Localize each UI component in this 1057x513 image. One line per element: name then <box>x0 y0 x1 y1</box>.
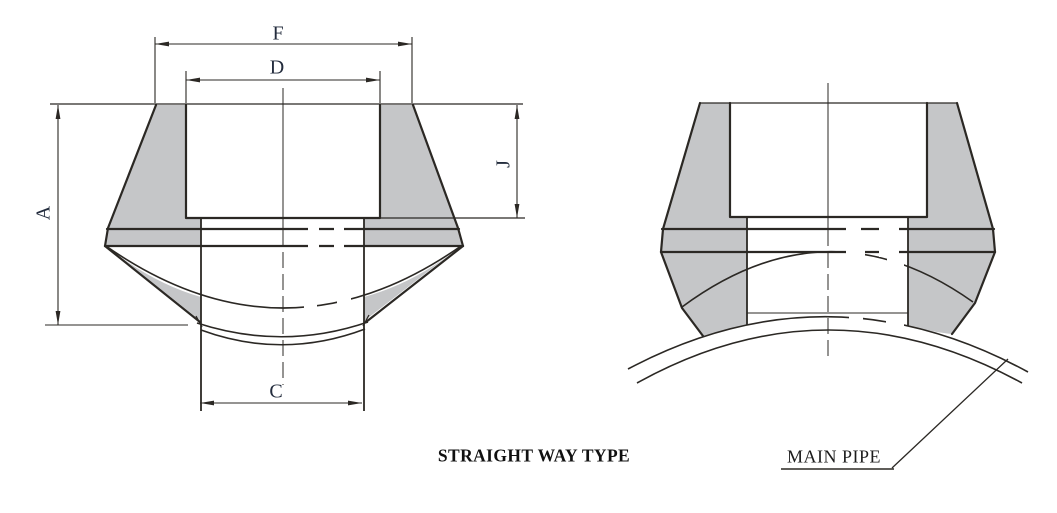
face-lines <box>50 103 525 219</box>
main-pipe-callout: MAIN PIPE <box>786 446 882 467</box>
view-caption: STRAIGHT WAY TYPE <box>437 445 631 466</box>
dimension-label-a: A <box>32 205 55 221</box>
main-pipe-leader <box>781 358 1009 470</box>
dimension-arrows <box>55 41 520 406</box>
dimension-label-j: J <box>492 160 515 168</box>
hidden-line-gaps-right <box>846 224 904 333</box>
bore-walls <box>200 218 365 411</box>
dimension-lines <box>45 37 518 404</box>
hidden-line-gaps <box>304 225 351 311</box>
dimension-label-d: D <box>269 56 285 79</box>
bore-walls-right <box>746 217 909 326</box>
fitting-outline <box>103 103 465 324</box>
dimension-label-c: C <box>269 380 283 403</box>
right-view <box>627 83 1029 470</box>
main-pipe-arcs <box>627 250 1029 384</box>
dimension-label-f: F <box>272 22 284 45</box>
left-view <box>45 37 525 411</box>
